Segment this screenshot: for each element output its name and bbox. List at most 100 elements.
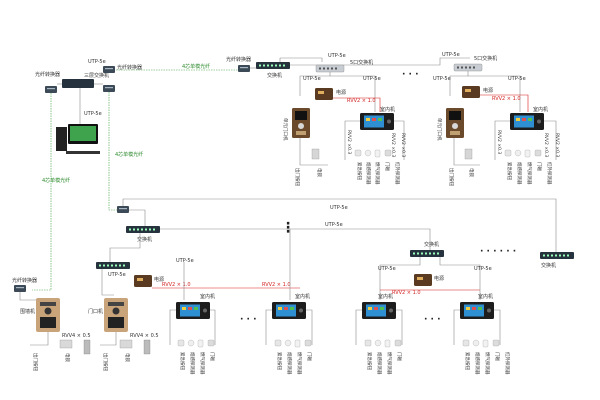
unit-door-label-1: 单元门口机 xyxy=(282,118,289,141)
rvv2-label-1: RVV2 × 1.0 xyxy=(347,98,376,104)
magnet-label-d: 门磁 xyxy=(494,352,501,361)
lower-block-b: 室内机 紧急按钮 烟感探测器 燃气探测器 门磁 xyxy=(265,229,313,375)
indoor-label-d: 室内机 xyxy=(478,293,493,300)
gas-label-d: 燃气探测器 xyxy=(484,352,491,375)
smoke-label-c: 烟感探测器 xyxy=(376,352,383,375)
l3-switch xyxy=(62,79,94,88)
power-label-2: 电源 xyxy=(483,87,493,94)
gas-label-2: 燃气探测器 xyxy=(526,162,533,185)
indoor-label-2: 室内机 xyxy=(533,106,548,113)
building-block-1: 5口交换机 UTP-5e UTP-5e 电源 RVV2 × 1.0 单元门口机 … xyxy=(282,59,406,186)
infrared-label-1: 红外探测器 xyxy=(394,162,401,185)
fiber-converter-label: 光纤转换器 xyxy=(117,64,142,71)
lower-block-d: UTP-5e 室内机 紧急按钮 烟感探测器 燃气探测器 门磁 红外探测器 xyxy=(439,257,511,375)
magnet-label-1: 门磁 xyxy=(384,162,391,171)
utp-label-b2b: UTP-5e xyxy=(508,76,526,82)
building-block-2: 5口交换机 UTP-5e UTP-5e 电源 RVV2 × 1.0 单元门口机 … xyxy=(433,55,560,186)
lock-gate1: 电锁 xyxy=(64,353,71,362)
power-label-1: 电源 xyxy=(336,89,346,96)
emergency-label-d: 紧急按钮 xyxy=(464,352,471,370)
smoke-label-1: 烟感探测器 xyxy=(365,162,372,185)
door-machine-label: 门口机 xyxy=(88,308,103,315)
rvv-label-2b: RVV2 ×0.3 xyxy=(543,133,549,157)
fiber-label-mid: 4芯单模光纤 xyxy=(115,151,143,158)
rvv-label-2a: RVV2 ×0.3 xyxy=(496,130,502,154)
indoor-label-b: 室内机 xyxy=(295,293,310,300)
power-label-c: 电源 xyxy=(434,275,444,282)
utp-label-d: UTP-5e xyxy=(474,266,492,272)
lock-label-1: 电锁 xyxy=(316,168,323,177)
switch5-label-2: 5口交换机 xyxy=(474,55,497,62)
gas-label-c: 燃气探测器 xyxy=(386,352,393,375)
utp-label-a: UTP-5e xyxy=(176,258,194,264)
emergency-label-a: 紧急按钮 xyxy=(179,352,186,370)
gate-area: 光纤转换器 围墙机 门口机 RVV4 × 0.5 RVV4 × 0.5 出门按钮… xyxy=(12,269,159,371)
lock-label-2: 电锁 xyxy=(468,168,475,177)
server-pc xyxy=(56,124,100,154)
indoor-label-1: 室内机 xyxy=(380,106,395,113)
power-label-a: 电源 xyxy=(154,276,164,283)
smoke-label-b: 烟感探测器 xyxy=(286,352,293,375)
top-switch: 交换机 UTP-5e UTP-5e xyxy=(250,52,470,79)
utp-label-backbone: UTP-5e xyxy=(330,205,348,211)
infrared-label-d: 红外探测器 xyxy=(504,352,511,375)
utp-label-pc: UTP-5e xyxy=(84,111,102,117)
indoor-label-a: 室内机 xyxy=(200,293,215,300)
fiber-converter-top-right-label: 光纤转换器 xyxy=(226,56,251,63)
fiber-converter-label-left: 光纤转换器 xyxy=(35,71,60,78)
dots-low-c: · · · xyxy=(424,315,441,325)
exit-btn-gate1: 出门按钮 xyxy=(32,353,39,371)
dots-right: · · · · · · xyxy=(480,247,516,257)
lock-gate2: 电锁 xyxy=(124,353,131,362)
rvv4-label-1: RVV4 × 0.5 xyxy=(62,333,91,339)
emergency-label-1: 紧急按钮 xyxy=(356,162,363,180)
rvv2-label-2: RVV2 × 1.0 xyxy=(492,96,521,102)
emergency-label-c: 紧急按钮 xyxy=(366,352,373,370)
switch-label-far-right: 交换机 xyxy=(541,262,556,269)
rvv-label-2c: RVV2 ×0.3 xyxy=(554,133,560,157)
dots-vertical: ⋮ xyxy=(281,220,295,236)
indoor-label-c: 室内机 xyxy=(378,293,393,300)
utp-label-c: UTP-5e xyxy=(378,266,396,272)
emergency-label-b: 紧急按钮 xyxy=(276,352,283,370)
infrared-label-2: 红外探测器 xyxy=(546,162,553,185)
switch5-label-1: 5口交换机 xyxy=(350,59,373,66)
rvv2-label-c: RVV2 × 1.0 xyxy=(392,290,421,296)
utp-label: UTP-5e xyxy=(88,59,106,65)
fiber-label-left: 4芯单模光纤 xyxy=(42,177,70,184)
exit-button-label-2: 出门按钮 xyxy=(448,168,455,186)
magnet-label-b: 门磁 xyxy=(306,352,313,361)
fiber-label-top: 4芯单模光纤 xyxy=(182,63,210,70)
dots-top: · · · xyxy=(402,70,419,80)
lower-block-c: UTP-5e 电源 RVV2 × 1.0 室内机 紧急按钮 烟感探测器 燃气探测… xyxy=(355,257,480,375)
magnet-label-a: 门磁 xyxy=(209,352,216,361)
fence-machine-label: 围墙机 xyxy=(20,308,35,315)
fiber-converter-label-bottom: 光纤转换器 xyxy=(12,277,37,284)
exit-btn-gate2: 出门按钮 xyxy=(102,353,109,371)
utp-label-low-left: UTP-5e xyxy=(108,272,126,278)
unit-door-label-2: 单元门口机 xyxy=(436,118,443,141)
magnet-label-c: 门磁 xyxy=(396,352,403,361)
smoke-label-a: 烟感探测器 xyxy=(189,352,196,375)
l3-switch-label: 三层交换机 xyxy=(84,72,109,79)
exit-button-label-1: 出门按钮 xyxy=(294,168,301,186)
gas-label-1: 燃气探测器 xyxy=(374,162,381,185)
magnet-label-2: 门磁 xyxy=(536,162,543,171)
smoke-label-d: 烟感探测器 xyxy=(474,352,481,375)
switch-label-low2: 交换机 xyxy=(424,241,439,248)
dots-low-a: · · · xyxy=(240,315,257,325)
lower-block-a: 电源 RVV2 × 1.0 RVV2 × 1.0 UTP-5e 室内机 紧急按钮… xyxy=(134,258,300,375)
rvv2-label-a: RVV2 × 1.0 xyxy=(162,282,191,288)
rvv-label-1b: RVV2 ×0.3 xyxy=(390,133,396,157)
utp-label-b2a: UTP-5e xyxy=(433,76,451,82)
utp-label-low-mid: UTP-5e xyxy=(325,222,343,228)
emergency-label-2: 紧急按钮 xyxy=(506,162,513,180)
switch-label-top: 交换机 xyxy=(267,72,282,79)
gas-label-b: 燃气探测器 xyxy=(296,352,303,375)
utp-label-top-right: UTP-5e xyxy=(442,52,460,58)
utp-label-top-mid: UTP-5e xyxy=(328,53,346,59)
switch-label-low1: 交换机 xyxy=(137,236,152,243)
rvv-label-1a: RVV2 ×0.3 xyxy=(346,130,352,154)
core-network: 三层交换机 光纤转换器 光纤转换器 UTP-5e UTP-5e 4芯单模光纤 4… xyxy=(32,56,251,291)
